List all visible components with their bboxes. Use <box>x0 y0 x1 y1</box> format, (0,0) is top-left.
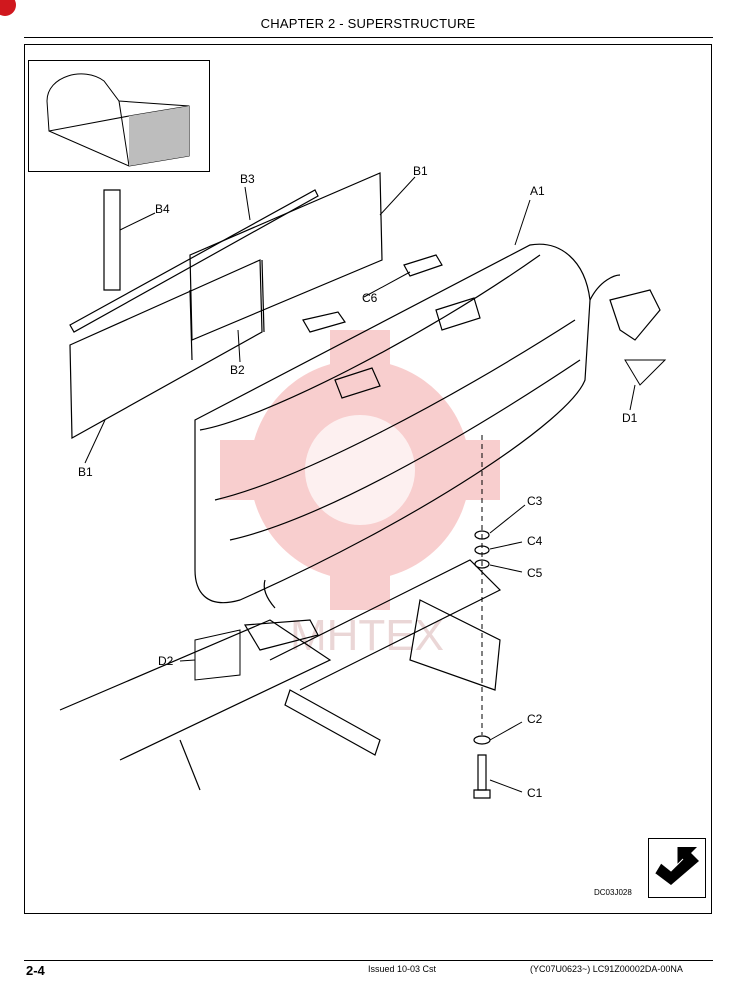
chapter-title: CHAPTER 2 - SUPERSTRUCTURE <box>260 16 476 31</box>
issue-info: Issued 10-03 Cst <box>368 964 437 974</box>
curved-arrow-icon <box>654 847 699 885</box>
callout-d1: D1 <box>622 411 638 425</box>
watermark-text: MHTEX <box>290 611 444 660</box>
callout-b4: B4 <box>155 202 170 216</box>
document-id: (YC07U0623~) LC91Z00002DA-00NA <box>530 964 683 974</box>
page-nav-button[interactable] <box>648 838 706 898</box>
callout-d2: D2 <box>158 654 174 668</box>
callout-b1-bottom: B1 <box>78 465 93 479</box>
figure-reference-code: DC03J028 <box>594 888 632 897</box>
callout-b3: B3 <box>240 172 255 186</box>
page-corner-tab <box>0 0 16 16</box>
callout-c5: C5 <box>527 566 543 580</box>
callout-c4: C4 <box>527 534 543 548</box>
header-rule <box>24 37 713 38</box>
callout-c1: C1 <box>527 786 543 800</box>
footer-rule <box>24 960 713 961</box>
figure-frame <box>24 44 712 914</box>
callout-b1-top: B1 <box>413 164 428 178</box>
callout-b2: B2 <box>230 363 245 377</box>
page-number: 2-4 <box>26 963 45 978</box>
callout-c3: C3 <box>527 494 543 508</box>
callout-c2: C2 <box>527 712 543 726</box>
callout-c6: C6 <box>362 291 378 305</box>
machine-thumbnail <box>46 73 190 167</box>
callout-a1: A1 <box>530 184 545 198</box>
machine-overview-inset <box>28 60 210 172</box>
